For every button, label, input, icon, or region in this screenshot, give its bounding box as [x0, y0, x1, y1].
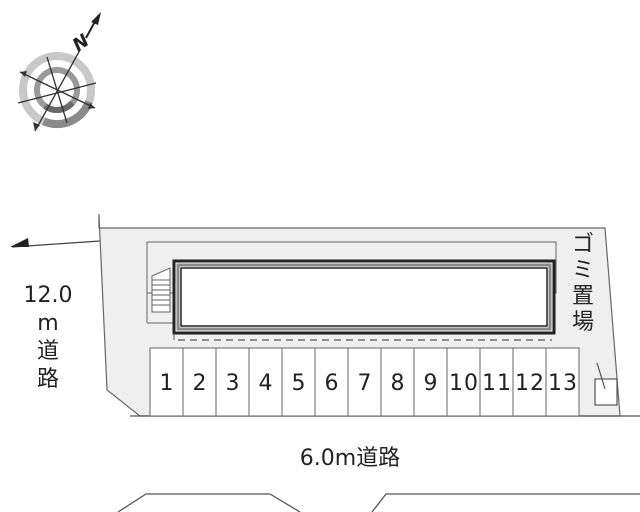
- parking-space-number: 5: [292, 371, 306, 396]
- garbage-char: ゴ: [571, 232, 594, 257]
- west-road-label: 12.0 m 道 路: [14, 282, 82, 394]
- parking-space-number: 6: [325, 371, 339, 396]
- parking-space-number: 9: [424, 371, 438, 396]
- parking-space-number: 11: [482, 371, 511, 396]
- road-unit: m: [37, 311, 59, 336]
- apartment-building: [172, 259, 556, 335]
- road-direction-arrow: [10, 238, 101, 248]
- parking-space-number: 8: [391, 371, 405, 396]
- garbage-bin-icon: [594, 362, 618, 406]
- north-label: N: [69, 30, 93, 56]
- parking-space-number: 3: [226, 371, 240, 396]
- parking-space-number: 13: [548, 371, 577, 396]
- garbage-area-label: ゴ ミ 置 場: [566, 232, 600, 336]
- road-char: 路: [36, 367, 59, 392]
- stairs-icon: [151, 267, 171, 313]
- garbage-char: 場: [571, 310, 594, 335]
- parking-space-number: 1: [160, 371, 174, 396]
- road-char: 道: [36, 339, 59, 364]
- parking-space-number: 7: [358, 371, 372, 396]
- parking-space-number: 10: [449, 371, 478, 396]
- road-curb: [117, 493, 640, 512]
- parking-space-number: 4: [259, 371, 273, 396]
- road-width: 12.0: [23, 283, 73, 308]
- parking-space-number: 12: [515, 371, 544, 396]
- north-compass-icon: N: [17, 12, 101, 132]
- south-road-label: 6.0m道路: [299, 446, 401, 471]
- parking-space-number: 2: [193, 371, 207, 396]
- garbage-char: 置: [571, 284, 594, 309]
- garbage-char: ミ: [571, 258, 594, 283]
